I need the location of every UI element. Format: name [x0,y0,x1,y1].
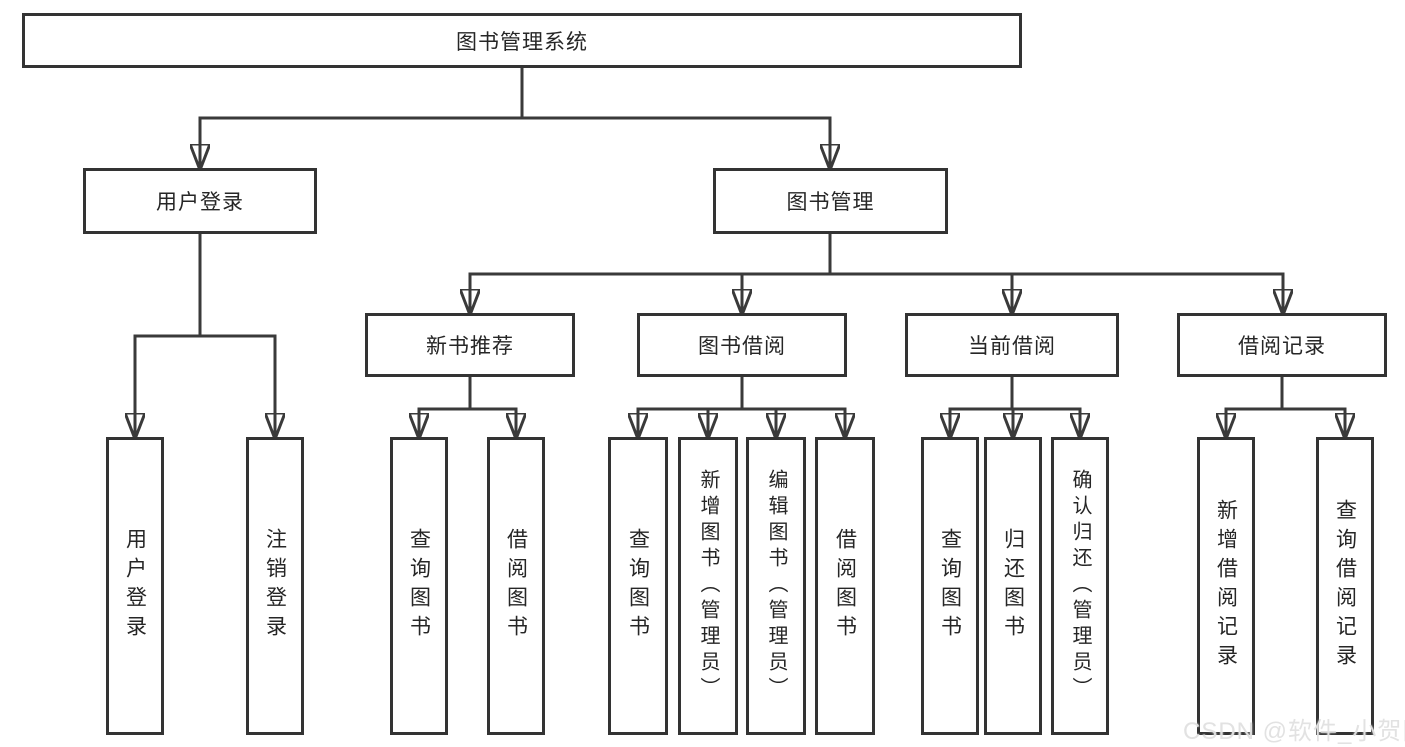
node-new-book-recommend: 新书推荐 [365,313,575,377]
connector-current-borrow [948,375,1082,437]
node-borrow-records-label: 借阅记录 [1238,335,1326,358]
leaf-add-borrow-record: 新增借阅记录 [1197,437,1255,735]
leaf-edit-book-admin: 编辑图书（管理员） [746,437,806,735]
connector-book-borrow [636,375,847,437]
leaf-query-books-1-label: 查询图书 [407,528,431,644]
leaf-edit-book-admin-label: 编辑图书（管理员） [765,469,787,703]
node-root: 图书管理系统 [22,13,1022,68]
connector-book-management [468,232,1285,313]
leaf-borrow-books-1: 借阅图书 [487,437,545,735]
leaf-add-borrow-record-label: 新增借阅记录 [1214,499,1238,673]
leaf-borrow-books-2: 借阅图书 [815,437,875,735]
borrow-records-stem-and-bar [1224,375,1347,411]
node-root-label: 图书管理系统 [456,30,588,54]
leaf-user-login: 用户登录 [106,437,164,735]
root-stem-and-bar [198,66,832,120]
leaf-user-login-label: 用户登录 [123,528,147,644]
node-new-book-recommend-label: 新书推荐 [426,335,514,358]
book-management-stem-and-bar [468,232,1285,276]
watermark: CSDN @软件_小贺同学 [1183,718,1405,745]
node-user-login: 用户登录 [83,168,317,234]
connector-borrow-records [1224,375,1347,437]
user-login-stem-and-bar [133,232,277,338]
leaf-query-borrow-record-label: 查询借阅记录 [1333,499,1357,673]
leaf-query-books-2: 查询图书 [608,437,668,735]
node-book-management: 图书管理 [713,168,948,234]
leaf-query-books-3: 查询图书 [921,437,979,735]
leaf-query-books-2-label: 查询图书 [626,528,650,644]
new-book-stem-and-bar [417,375,518,411]
node-current-borrow: 当前借阅 [905,313,1119,377]
current-borrow-stem-and-bar [948,375,1082,411]
leaf-add-book-admin-label: 新增图书（管理员） [697,469,719,703]
leaf-query-books-1: 查询图书 [390,437,448,735]
connector-root [198,66,832,168]
leaf-confirm-return-admin: 确认归还（管理员） [1051,437,1109,735]
leaf-logout: 注销登录 [246,437,304,735]
leaf-logout-label: 注销登录 [263,528,287,644]
leaf-add-book-admin: 新增图书（管理员） [678,437,738,735]
node-borrow-records: 借阅记录 [1177,313,1387,377]
leaf-return-book-label: 归还图书 [1001,528,1025,644]
book-borrow-stem-and-bar [636,375,847,411]
leaf-query-borrow-record: 查询借阅记录 [1316,437,1374,735]
connector-new-book-recommend [417,375,518,437]
node-book-management-label: 图书管理 [786,191,875,214]
leaf-confirm-return-admin-label: 确认归还（管理员） [1069,469,1091,703]
node-current-borrow-label: 当前借阅 [968,335,1056,358]
node-book-borrow: 图书借阅 [637,313,847,377]
connector-user-login [133,232,277,437]
node-user-login-label: 用户登录 [156,191,244,214]
leaf-borrow-books-1-label: 借阅图书 [504,528,528,644]
leaf-borrow-books-2-label: 借阅图书 [833,528,857,644]
node-book-borrow-label: 图书借阅 [698,335,786,358]
leaf-query-books-3-label: 查询图书 [938,528,962,644]
leaf-return-book: 归还图书 [984,437,1042,735]
